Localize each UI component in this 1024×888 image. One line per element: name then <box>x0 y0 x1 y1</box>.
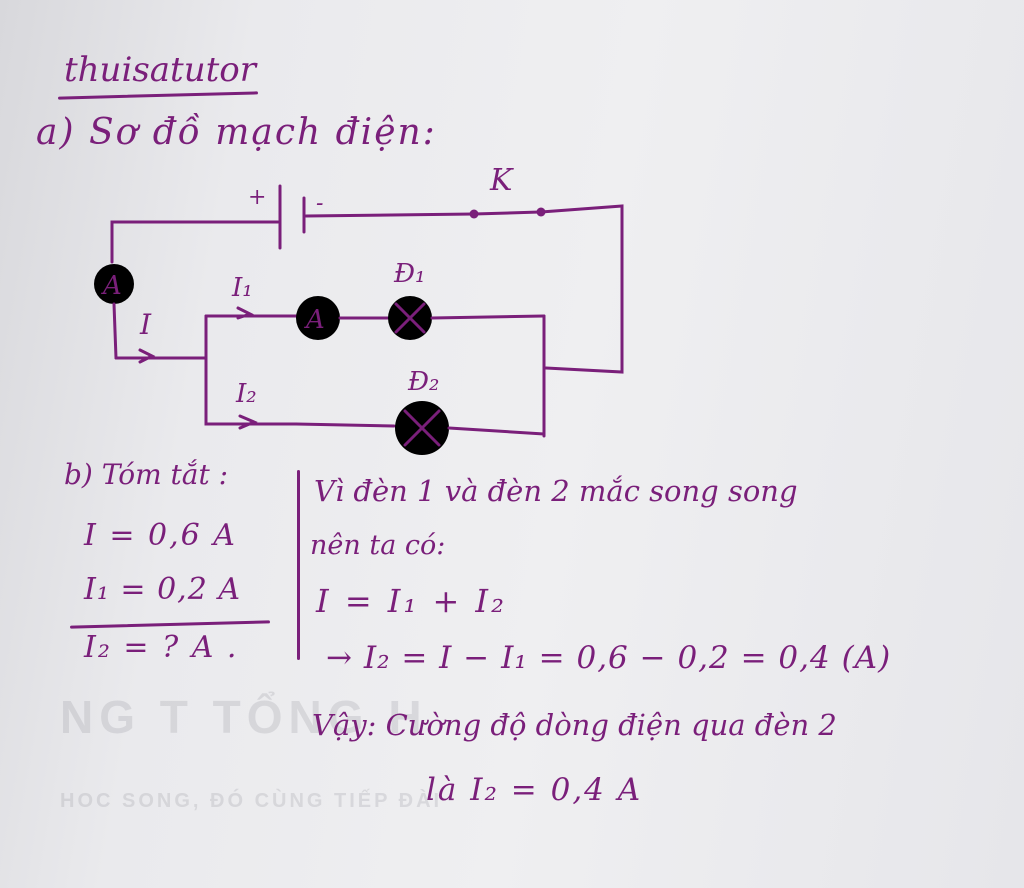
arrow-main-current <box>138 348 156 364</box>
lamp-1-cross-b <box>394 302 426 334</box>
part-b-heading: b) Tóm tắt : <box>64 458 229 491</box>
current-1-label: I₁ <box>231 273 253 303</box>
branch-ammeter <box>296 296 340 340</box>
arrow-current-1 <box>236 306 254 320</box>
main-ammeter-label: A <box>101 271 122 301</box>
given-current-total: I = 0,6 A <box>84 518 237 553</box>
wire-branch2-a <box>294 422 396 428</box>
lamp-2-cross-b <box>403 409 441 447</box>
solution-line-5: Vậy: Cường độ dòng điện qua đèn 2 <box>312 708 837 742</box>
current-2-label: I₂ <box>235 379 257 409</box>
solution-line-1: Vì đèn 1 và đèn 2 mắc song song <box>314 474 798 508</box>
battery-plus-label: + <box>248 185 266 210</box>
solution-line-6: là I₂ = 0,4 A <box>426 772 643 808</box>
current-main-label: I <box>139 308 152 341</box>
summary-divider <box>297 470 300 660</box>
main-ammeter-inner <box>100 270 128 298</box>
solution-line-2: nên ta có: <box>310 530 446 561</box>
wire-top-middle <box>304 212 476 218</box>
switch-contact-left <box>469 209 479 219</box>
unknown-current-2: I₂ = ? A . <box>84 630 239 665</box>
wire-branch-left <box>204 314 298 426</box>
branch-ammeter-label: A <box>304 305 325 335</box>
title: thuisatutor <box>64 50 256 90</box>
arrow-current-2 <box>238 414 258 430</box>
given-current-1: I₁ = 0,2 A <box>84 572 241 607</box>
solution-line-4: → I₂ = I − I₁ = 0,6 − 0,2 = 0,4 (A) <box>326 640 892 676</box>
switch-blade <box>472 210 542 216</box>
solution-line-3: I = I₁ + I₂ <box>316 582 507 620</box>
part-a-heading: a) Sơ đồ mạch điện: <box>36 112 437 153</box>
switch-label: K <box>489 163 514 198</box>
background-print-line-2: HOC SONG, ĐÓ CÙNG TIẾP ĐÀI <box>60 790 443 812</box>
lamp-2-label: Đ₂ <box>407 367 439 397</box>
wire-left-vertical <box>112 302 118 360</box>
wire-top-left <box>110 220 280 264</box>
background-print-line-1: NG T TỔNG H <box>60 691 428 743</box>
wire-branch1-c <box>430 314 546 320</box>
wire-top-right <box>539 204 624 374</box>
wire-branch2-b <box>447 426 546 436</box>
lamp-1-label: Đ₁ <box>393 259 425 289</box>
battery-minus-label: - <box>316 191 323 216</box>
